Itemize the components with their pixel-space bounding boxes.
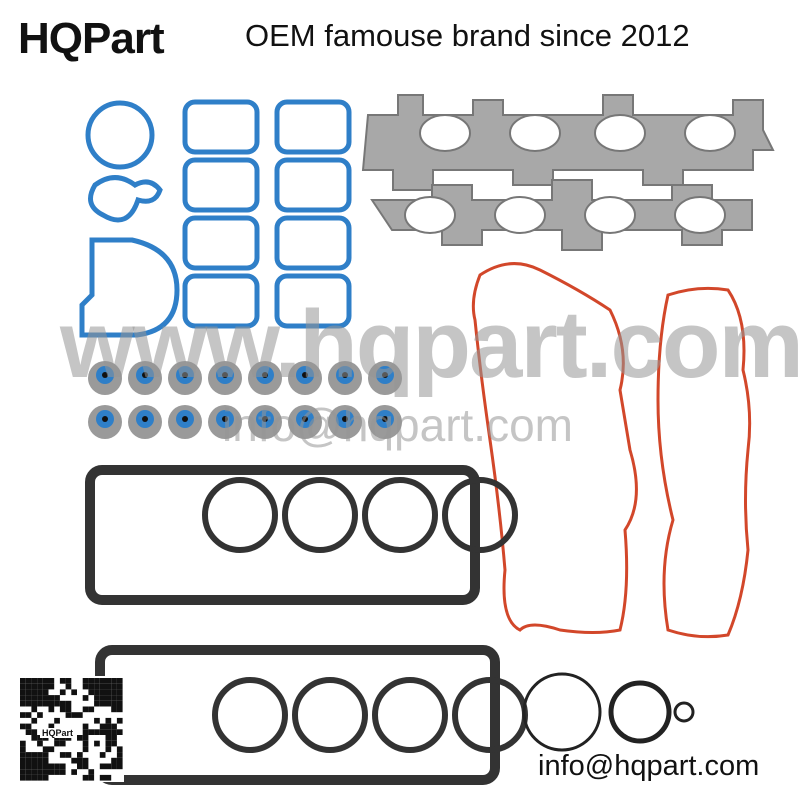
cylinder-bore <box>202 477 278 553</box>
tagline: OEM famouse brand since 2012 <box>245 18 690 53</box>
small-o-ring <box>673 701 695 723</box>
watermark-website: www.hqpart.com <box>60 291 800 398</box>
cylinder-bore <box>282 477 358 553</box>
bulb-seal <box>88 175 163 223</box>
exhaust-gasket-upper <box>361 94 775 191</box>
valve-stem-seal <box>248 361 282 395</box>
valve-stem-seal <box>168 361 202 395</box>
head-gasket <box>95 645 528 785</box>
valve-cover-gasket-right <box>656 286 752 639</box>
valve-stem-seal <box>88 405 122 439</box>
large-o-ring <box>522 672 602 752</box>
intake-gasket <box>182 157 260 213</box>
contact-email: info@hqpart.com <box>538 750 760 782</box>
valve-stem-seal <box>328 405 362 439</box>
cylinder-bore <box>442 477 518 553</box>
valve-stem-seal <box>128 405 162 439</box>
valve-stem-seal <box>288 361 322 395</box>
round-seal <box>85 100 155 170</box>
valve-stem-seal <box>368 361 402 395</box>
intake-gasket <box>182 273 260 329</box>
intake-gasket <box>182 215 260 271</box>
valve-cover-gaskets <box>471 262 752 639</box>
valve-stem-seals <box>88 361 402 439</box>
d-shape-seal <box>79 237 180 338</box>
intake-gasket <box>274 99 352 155</box>
valve-stem-seal <box>208 361 242 395</box>
intake-gasket <box>182 99 260 155</box>
intake-gasket <box>274 157 352 213</box>
head-gaskets <box>85 465 528 785</box>
blue-seals <box>79 100 180 338</box>
brand-logo: HQPart <box>18 14 165 63</box>
valve-stem-seal <box>88 361 122 395</box>
head-gasket <box>85 465 518 605</box>
cylinder-bore <box>212 677 288 753</box>
valve-stem-seal <box>328 361 362 395</box>
intake-gaskets <box>182 99 352 329</box>
qr-label: HQPart <box>40 728 76 738</box>
watermark-email: info@hqpart.com <box>222 399 573 451</box>
valve-stem-seal <box>288 405 322 439</box>
cylinder-bore <box>372 677 448 753</box>
valve-stem-seal <box>128 361 162 395</box>
cylinder-bore <box>292 677 368 753</box>
valve-stem-seal <box>208 405 242 439</box>
intake-gasket <box>274 273 352 329</box>
exhaust-manifold-gaskets <box>361 94 775 251</box>
valve-cover-gasket-left <box>471 262 638 634</box>
intake-gasket <box>274 215 352 271</box>
o-rings <box>522 672 695 752</box>
valve-stem-seal <box>368 405 402 439</box>
valve-stem-seal <box>248 405 282 439</box>
medium-o-ring <box>608 680 672 744</box>
valve-stem-seal <box>168 405 202 439</box>
cylinder-bore <box>362 477 438 553</box>
